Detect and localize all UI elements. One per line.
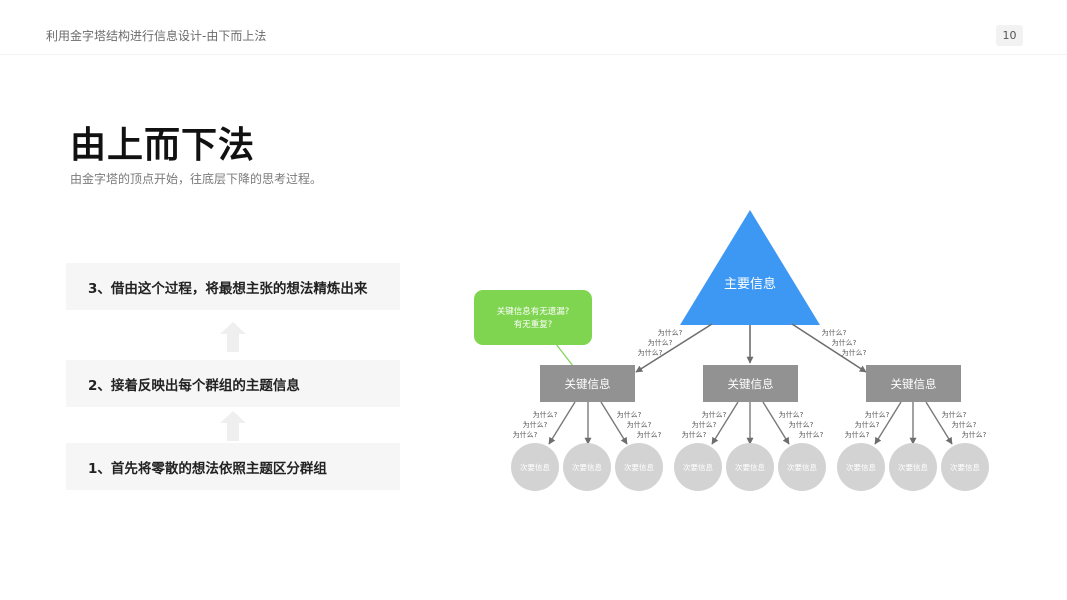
why-label: 为什么?	[533, 410, 558, 419]
why-label: 为什么?	[962, 430, 987, 439]
why-label: 为什么?	[952, 420, 977, 429]
minor-info-circle	[615, 443, 663, 491]
why-label: 为什么?	[627, 420, 652, 429]
why-label: 为什么?	[842, 348, 867, 357]
why-label: 为什么?	[822, 328, 847, 337]
why-label: 为什么?	[799, 430, 824, 439]
key-info-box	[703, 365, 798, 402]
why-label: 为什么?	[637, 430, 662, 439]
step-2-box: 2、接着反映出每个群组的主题信息	[66, 360, 400, 407]
minor-info-label: 次要信息	[787, 462, 817, 472]
why-label: 为什么?	[638, 348, 663, 357]
why-label: 为什么?	[617, 410, 642, 419]
page-title: 由上而下法	[70, 125, 256, 166]
why-label: 为什么?	[692, 420, 717, 429]
why-label: 为什么?	[865, 410, 890, 419]
minor-info-label: 次要信息	[898, 462, 928, 472]
minor-info-circle	[778, 443, 826, 491]
minor-info-circle	[674, 443, 722, 491]
minor-info-label: 次要信息	[624, 462, 654, 472]
callout-line-1: 关键信息有无遗漏?	[497, 306, 570, 317]
minor-info-circle	[941, 443, 989, 491]
minor-info-label: 次要信息	[846, 462, 876, 472]
page-subtitle: 由金字塔的顶点开始，往底层下降的思考过程。	[70, 172, 323, 186]
key-info-box	[866, 365, 961, 402]
why-label: 为什么?	[682, 430, 707, 439]
main-info-triangle	[680, 210, 820, 325]
key-info-label: 关键信息	[565, 377, 611, 391]
main-info-label: 主要信息	[724, 276, 776, 292]
key-info-label: 关键信息	[728, 377, 774, 391]
minor-info-label: 次要信息	[520, 462, 550, 472]
why-label: 为什么?	[523, 420, 548, 429]
why-label: 为什么?	[658, 328, 683, 337]
callout-connector	[555, 343, 574, 367]
minor-info-label: 次要信息	[572, 462, 602, 472]
callout-bubble	[474, 290, 592, 345]
minor-info-circle	[837, 443, 885, 491]
step-1-box: 1、首先将零散的想法依照主题区分群组	[66, 443, 400, 490]
arrow-key-to-minor	[762, 401, 790, 445]
callout-line-2: 有无重复?	[514, 319, 553, 330]
minor-info-circle	[726, 443, 774, 491]
header-title: 利用金字塔结构进行信息设计-由下而上法	[46, 29, 267, 43]
why-label: 为什么?	[832, 338, 857, 347]
arrow-key-to-minor	[600, 401, 628, 445]
arrow-key-to-minor	[874, 401, 902, 445]
why-label: 为什么?	[789, 420, 814, 429]
why-label: 为什么?	[855, 420, 880, 429]
arrow-key-to-minor	[711, 401, 739, 445]
arrow-top-to-key-3	[791, 323, 867, 373]
why-label: 为什么?	[648, 338, 673, 347]
why-label: 为什么?	[513, 430, 538, 439]
minor-info-circle	[511, 443, 559, 491]
arrow-top-to-key-1	[635, 323, 713, 373]
minor-info-circle	[889, 443, 937, 491]
page-number: 10	[996, 25, 1023, 46]
arrow-key-to-minor	[925, 401, 953, 445]
minor-info-label: 次要信息	[950, 462, 980, 472]
why-label: 为什么?	[702, 410, 727, 419]
header-divider	[0, 54, 1067, 55]
step-3-box: 3、借由这个过程，将最想主张的想法精炼出来	[66, 263, 400, 310]
key-info-label: 关键信息	[891, 377, 937, 391]
minor-info-circle	[563, 443, 611, 491]
minor-info-label: 次要信息	[683, 462, 713, 472]
why-label: 为什么?	[845, 430, 870, 439]
arrow-key-to-minor	[548, 401, 576, 445]
minor-info-label: 次要信息	[735, 462, 765, 472]
key-info-box	[540, 365, 635, 402]
up-arrow-icon	[220, 411, 246, 441]
why-label: 为什么?	[942, 410, 967, 419]
why-label: 为什么?	[779, 410, 804, 419]
up-arrow-icon	[220, 322, 246, 352]
